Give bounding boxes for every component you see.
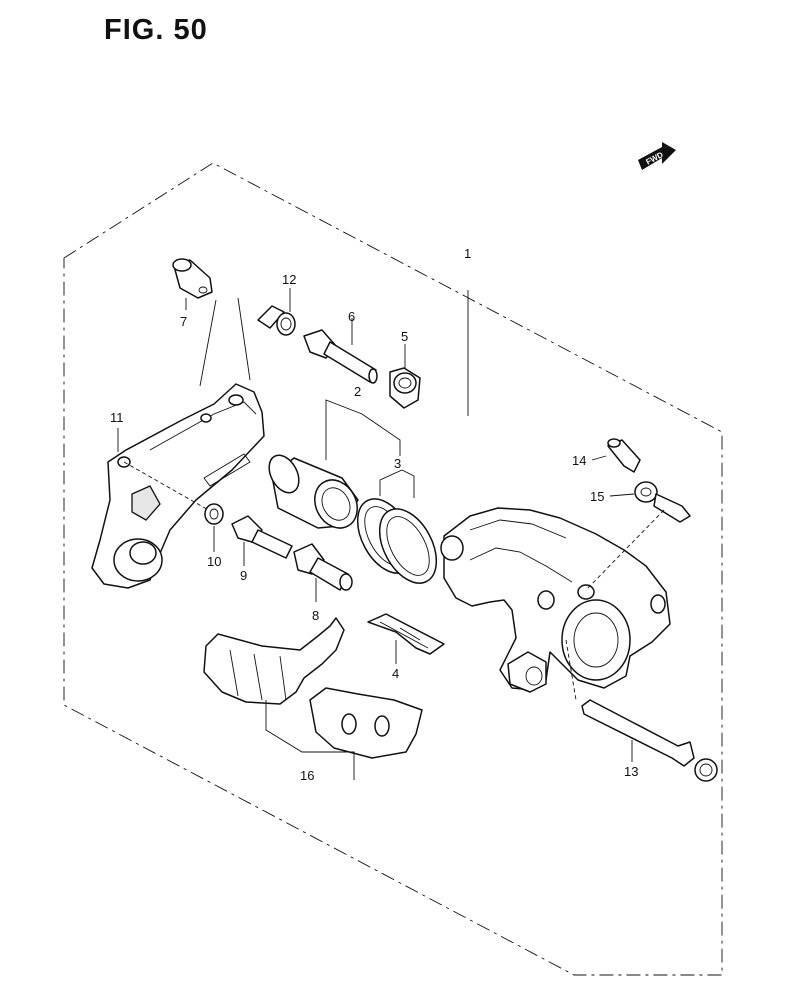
leader-2 bbox=[325, 399, 401, 460]
axis-7 bbox=[199, 299, 217, 387]
axis-13 bbox=[565, 639, 577, 701]
part-9-pin-bolt[interactable] bbox=[231, 515, 293, 559]
part-7-sleeve[interactable] bbox=[172, 258, 213, 299]
callout-6: 6 bbox=[348, 309, 355, 324]
part-16-brake-pads[interactable] bbox=[203, 617, 423, 759]
callout-16: 16 bbox=[300, 768, 314, 783]
callout-8: 8 bbox=[312, 608, 319, 623]
axis-12 bbox=[237, 297, 251, 381]
leader-11-axis bbox=[123, 461, 213, 513]
part-6-slide-pin[interactable] bbox=[303, 329, 378, 384]
part-11-caliper-bracket[interactable] bbox=[91, 383, 265, 589]
callout-14: 14 bbox=[572, 453, 586, 468]
leader-14 bbox=[591, 455, 607, 461]
part-15-banjo[interactable] bbox=[634, 481, 691, 523]
part-8-guide-pin[interactable] bbox=[293, 543, 353, 591]
part-12-clip[interactable] bbox=[257, 305, 296, 336]
part-3-seals[interactable] bbox=[346, 489, 448, 592]
fwd-arrow-icon: FWD bbox=[638, 142, 676, 170]
callout-15: 15 bbox=[590, 489, 604, 504]
leader-3 bbox=[379, 469, 415, 498]
callout-2: 2 bbox=[354, 384, 361, 399]
part-10-washer[interactable] bbox=[204, 503, 224, 525]
callout-9: 9 bbox=[240, 568, 247, 583]
callout-1: 1 bbox=[464, 246, 471, 261]
axis-15 bbox=[585, 509, 665, 591]
part-caliper-body[interactable] bbox=[440, 507, 671, 693]
callout-4: 4 bbox=[392, 666, 399, 681]
callout-11: 11 bbox=[110, 410, 124, 425]
part-2-piston[interactable] bbox=[263, 450, 365, 535]
figure-title: FIG. 50 bbox=[104, 14, 208, 46]
part-14-bleeder[interactable] bbox=[607, 438, 641, 473]
leader-15 bbox=[609, 493, 635, 497]
callout-5: 5 bbox=[401, 329, 408, 344]
leader-16 bbox=[265, 700, 355, 780]
callout-7: 7 bbox=[180, 314, 187, 329]
callout-3: 3 bbox=[394, 456, 401, 471]
part-4-pad-spring[interactable] bbox=[367, 613, 445, 655]
callout-12: 12 bbox=[282, 272, 296, 287]
callout-10: 10 bbox=[207, 554, 221, 569]
part-13-pad-pin[interactable] bbox=[581, 699, 718, 782]
part-5-cap[interactable] bbox=[389, 367, 421, 409]
callout-13: 13 bbox=[624, 764, 638, 779]
